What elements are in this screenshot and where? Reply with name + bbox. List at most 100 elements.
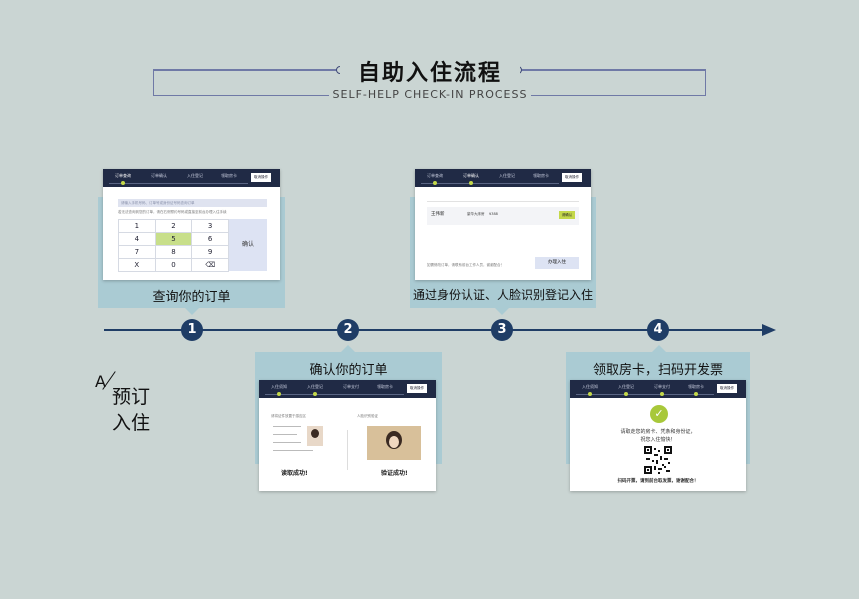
key-0[interactable]: 0 [155, 259, 193, 272]
screen1-keypad: 1 2 3 4 5 6 7 8 9 X 0 ⌫ [118, 219, 229, 272]
screen1-cancel-button[interactable]: 取消操作 [251, 173, 271, 182]
key-7[interactable]: 7 [119, 246, 156, 259]
page-title: 自助入住流程 [340, 55, 520, 87]
screen2-right-status: 验证成功! [381, 470, 408, 477]
side-label-line2: 入住 [112, 412, 151, 434]
screen3-room-type: 豪华大床房 [467, 212, 485, 216]
qr-code-icon [644, 446, 672, 474]
step-1-pointer [185, 308, 199, 315]
screen4-nav-item-3[interactable]: 订单支付 [654, 384, 670, 389]
screen1-hint: 若无法查询到您的订单，请在右侧预约号码或直接至前台办理入住手续 [118, 210, 227, 214]
key-5[interactable]: 5 [155, 233, 193, 246]
id-photo-avatar [307, 426, 323, 446]
screen4-nav-item-4[interactable]: 领取房卡 [688, 384, 704, 389]
screen1-progress-track [109, 183, 248, 184]
screen-order-query: 订单查询 订单确认 入住登记 领取房卡 取消操作 请输入手机号码、订单号或身份证… [103, 169, 280, 280]
screen2-nav-item-3[interactable]: 订单支付 [343, 384, 359, 389]
screen3-note: 如需修改订单，请联系前台工作人员，谢谢配合！ [427, 263, 504, 267]
screen1-search-placeholder: 请输入手机号码、订单号或身份证号码查询订单 [121, 201, 195, 205]
key-6[interactable]: 6 [192, 233, 229, 246]
id-card-image [273, 422, 333, 460]
screen1-search-input[interactable]: 请输入手机号码、订单号或身份证号码查询订单 [118, 199, 267, 207]
step-2-pointer [341, 345, 355, 352]
key-8[interactable]: 8 [155, 246, 193, 259]
screen4-progress-dot-3 [660, 392, 664, 396]
side-label-letter: A [95, 372, 106, 391]
screen2-progress-dot-1 [277, 392, 281, 396]
header-line-right [516, 69, 706, 71]
screen3-nav-item-3[interactable]: 入住登记 [499, 173, 515, 178]
step-1-caption: 查询你的订单 [152, 290, 231, 305]
screen1-nav-item-2[interactable]: 订单确认 [151, 173, 167, 178]
screen4-progress-dot-4 [694, 392, 698, 396]
screen3-nav-item-4[interactable]: 领取房卡 [533, 173, 549, 178]
screen1-nav-item-1[interactable]: 订单查询 [115, 173, 131, 178]
check-icon: ✓ [650, 405, 668, 423]
timeline-arrow [762, 324, 776, 336]
timeline-line [104, 329, 764, 331]
screen2-cancel-button[interactable]: 取消操作 [407, 384, 427, 393]
screen3-status-badge[interactable]: 请确认 [559, 211, 575, 219]
key-2[interactable]: 2 [155, 220, 193, 233]
header-line-left [153, 69, 347, 71]
step-3-node: 3 [491, 319, 513, 341]
screen2-divider [347, 430, 348, 470]
screen3-nav-item-2[interactable]: 订单确认 [463, 173, 479, 178]
screen1-nav-item-4[interactable]: 领取房卡 [221, 173, 237, 178]
key-3[interactable]: 3 [192, 220, 229, 233]
screen3-price: ¥388 [489, 212, 498, 216]
screen2-progress-dot-2 [313, 392, 317, 396]
screen2-progress-track [265, 394, 404, 395]
key-x[interactable]: X [119, 259, 156, 272]
screen1-nav: 订单查询 订单确认 入住登记 领取房卡 取消操作 [103, 169, 280, 187]
step-4-pointer [652, 345, 666, 352]
screen4-progress-track [576, 394, 714, 395]
backspace-icon[interactable]: ⌫ [192, 259, 229, 272]
screen4-nav: 入住须知 入住登记 订单支付 领取房卡 取消操作 [570, 380, 746, 398]
screen1-progress-dot [121, 181, 125, 185]
screen3-order-row[interactable]: 王伟新 豪华大床房 ¥388 请确认 [427, 207, 579, 225]
screen4-cancel-button[interactable]: 取消操作 [717, 384, 737, 393]
screen4-message-line2: 祝您入住愉快！ [640, 437, 676, 443]
screen1-confirm-button[interactable]: 确认 [229, 219, 267, 271]
screen4-progress-dot-2 [624, 392, 628, 396]
key-4[interactable]: 4 [119, 233, 156, 246]
face-photo-avatar [367, 426, 421, 460]
screen3-cancel-button[interactable]: 取消操作 [562, 173, 582, 182]
screen3-table-header-line [427, 201, 579, 202]
screen2-left-status: 读取成功! [281, 470, 308, 477]
screen2-nav-item-2[interactable]: 入住登记 [307, 384, 323, 389]
step-2-caption: 确认你的订单 [309, 363, 388, 378]
screen4-message-line1: 请取走您的房卡、凭条和身份证， [620, 429, 696, 435]
screen3-nav: 订单查询 订单确认 入住登记 领取房卡 取消操作 [415, 169, 591, 187]
screen3-progress-dot-1 [433, 181, 437, 185]
screen-room-card: 入住须知 入住登记 订单支付 领取房卡 取消操作 ✓ 请取走您的房卡、凭条和身份… [570, 380, 746, 491]
screen-checkin: 订单查询 订单确认 入住登记 领取房卡 取消操作 王伟新 豪华大床房 ¥388 … [415, 169, 591, 280]
screen4-nav-item-2[interactable]: 入住登记 [618, 384, 634, 389]
screen3-guest-name: 王伟新 [431, 212, 445, 217]
screen3-progress-track [421, 183, 559, 184]
step-2-node: 2 [337, 319, 359, 341]
screen2-nav-item-4[interactable]: 领取房卡 [377, 384, 393, 389]
screen3-nav-item-1[interactable]: 订单查询 [427, 173, 443, 178]
step-3-pointer [495, 308, 509, 315]
screen2-nav: 入住须知 入住登记 订单支付 领取房卡 取消操作 [259, 380, 436, 398]
screen2-nav-item-1[interactable]: 入住须知 [271, 384, 287, 389]
page-subtitle: SELF-HELP CHECK-IN PROCESS [329, 88, 531, 101]
screen1-nav-item-3[interactable]: 入住登记 [187, 173, 203, 178]
step-3-caption: 通过身份认证、人脸识别登记入住 [412, 288, 593, 302]
side-label-line1: 预订 [112, 386, 151, 408]
screen2-left-title: 请将证件放置于感应区 [271, 414, 306, 418]
screen4-progress-dot-1 [588, 392, 592, 396]
step-1-node: 1 [181, 319, 203, 341]
key-1[interactable]: 1 [119, 220, 156, 233]
screen3-checkin-button[interactable]: 办理入住 [535, 257, 579, 269]
key-9[interactable]: 9 [192, 246, 229, 259]
screen4-nav-item-1[interactable]: 入住须知 [582, 384, 598, 389]
screen2-right-title: 人脸识别验证 [357, 414, 378, 418]
screen3-progress-dot-2 [469, 181, 473, 185]
screen4-footer: 扫码开票，请到前台取发票，谢谢配合！ [617, 479, 699, 484]
step-4-caption: 领取房卡，扫码开发票 [592, 363, 723, 378]
screen-order-confirm: 入住须知 入住登记 订单支付 领取房卡 取消操作 请将证件放置于感应区 人脸识别… [259, 380, 436, 491]
step-4-node: 4 [647, 319, 669, 341]
